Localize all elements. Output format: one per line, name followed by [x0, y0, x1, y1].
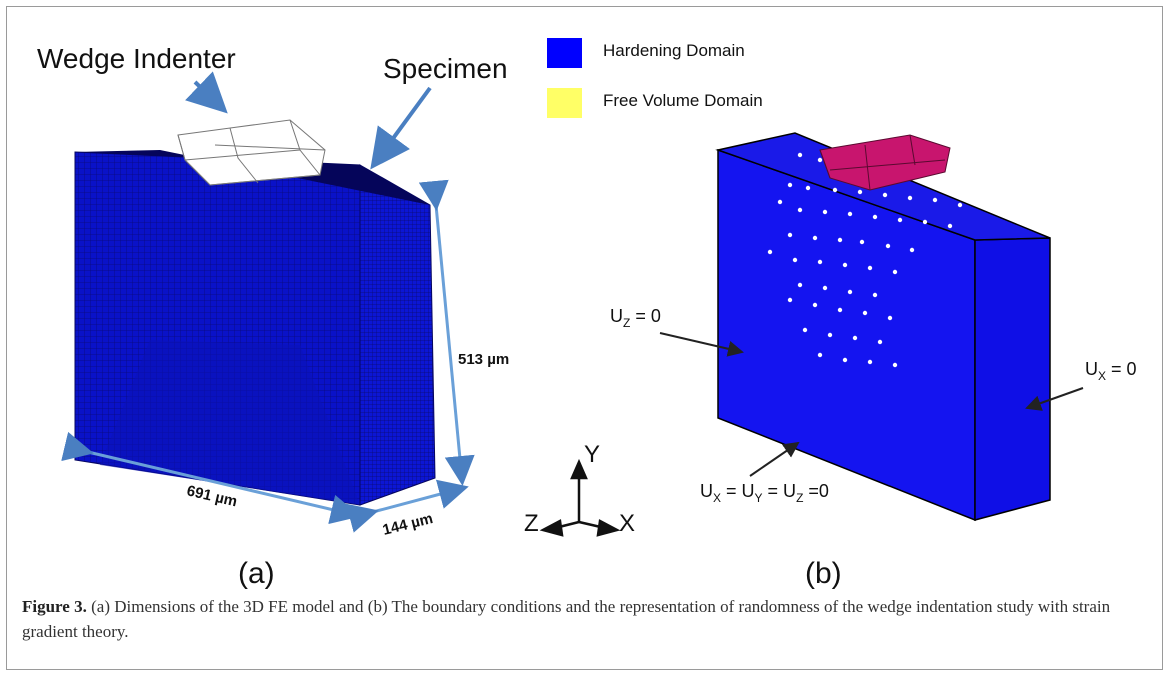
free-volume-dot	[787, 232, 793, 238]
free-volume-dot	[842, 357, 848, 363]
free-volume-dot	[897, 217, 903, 223]
legend-swatch-free-volume	[547, 88, 582, 118]
legend-label-hardening: Hardening Domain	[603, 41, 745, 60]
free-volume-dot	[777, 199, 783, 205]
wedge-indenter-label: Wedge Indenter	[37, 43, 236, 74]
axis-y-label: Y	[584, 441, 600, 468]
free-volume-dot	[892, 362, 898, 368]
free-volume-dot	[882, 192, 888, 198]
free-volume-dot	[817, 259, 823, 265]
wedge-indenter	[177, 119, 326, 186]
free-volume-dot	[907, 195, 913, 201]
free-volume-dot	[909, 247, 915, 253]
specimen-label: Specimen	[383, 53, 508, 84]
axis-z-label: Z	[524, 510, 539, 537]
block-side-face	[974, 237, 1051, 521]
free-volume-dot	[792, 257, 798, 263]
figure-caption: Figure 3. (a) Dimensions of the 3D FE mo…	[22, 594, 1142, 644]
free-volume-dot	[787, 297, 793, 303]
free-volume-dot	[817, 157, 823, 163]
free-volume-dot	[847, 289, 853, 295]
panel-b: Hardening Domain Free Volume Domain UZ =…	[547, 38, 1137, 590]
free-volume-dot	[922, 219, 928, 225]
bc-front-label: UZ = 0	[610, 306, 661, 330]
height-dimension-arrow	[418, 179, 475, 486]
free-volume-dot	[812, 235, 818, 241]
figure-frame	[6, 6, 1163, 670]
free-volume-dot	[847, 211, 853, 217]
free-volume-dot	[852, 335, 858, 341]
free-volume-dot	[862, 310, 868, 316]
free-volume-dot	[832, 187, 838, 193]
free-volume-dot	[797, 282, 803, 288]
figure-diagram: Wedge Indenter Specimen 513 µm 691 µm 14…	[37, 38, 1137, 590]
free-volume-dot	[837, 307, 843, 313]
free-volume-dot	[802, 327, 808, 333]
free-volume-dot	[822, 285, 828, 291]
free-volume-dot	[767, 249, 773, 255]
free-volume-dot	[867, 359, 873, 365]
panel-b-label: (b)	[805, 557, 842, 590]
free-volume-dot	[797, 152, 803, 158]
free-volume-dot	[837, 237, 843, 243]
specimen-side-face	[359, 164, 436, 506]
free-volume-dot	[887, 315, 893, 321]
free-volume-dot	[842, 262, 848, 268]
free-volume-dot	[867, 265, 873, 271]
width-dimension-arrow	[61, 431, 361, 525]
free-volume-dot	[812, 302, 818, 308]
free-volume-dot	[827, 332, 833, 338]
bc-bottom-label: UX = UY = UZ =0	[700, 481, 829, 505]
depth-dimension-label: 144 µm	[381, 510, 435, 539]
free-volume-dot	[947, 223, 953, 229]
panel-a: Wedge Indenter Specimen 513 µm 691 µm 14…	[37, 43, 635, 590]
caption-text: (a) Dimensions of the 3D FE model and (b…	[22, 597, 1111, 641]
caption-label: Figure 3.	[22, 597, 87, 616]
free-volume-dot	[892, 269, 898, 275]
legend-label-free-volume: Free Volume Domain	[603, 91, 763, 110]
free-volume-dot	[877, 339, 883, 345]
bc-bottom-arrow	[749, 441, 800, 477]
free-volume-dot	[957, 202, 963, 208]
free-volume-dots	[767, 152, 963, 368]
specimen-callout-arrow	[370, 86, 432, 170]
free-volume-dot	[805, 185, 811, 191]
free-volume-dot	[872, 214, 878, 220]
bc-side-arrow	[1025, 387, 1084, 411]
legend-swatch-hardening	[547, 38, 582, 68]
bc-side-label: UX = 0	[1085, 359, 1137, 383]
axis-x-label: X	[619, 510, 635, 537]
free-volume-dot	[857, 189, 863, 195]
free-volume-dot	[872, 292, 878, 298]
height-dimension-label: 513 µm	[458, 351, 509, 368]
panel-a-label: (a)	[238, 557, 275, 590]
wedge-indenter-b	[819, 134, 951, 191]
depth-dimension-arrow	[345, 479, 469, 533]
free-volume-dot	[787, 182, 793, 188]
free-volume-dot	[859, 239, 865, 245]
free-volume-dot	[885, 243, 891, 249]
free-volume-dot	[932, 197, 938, 203]
bc-front-arrow	[659, 332, 744, 357]
free-volume-dot	[797, 207, 803, 213]
free-volume-dot	[822, 209, 828, 215]
indenter-callout-arrow	[185, 71, 228, 114]
free-volume-dot	[817, 352, 823, 358]
axis-triad	[539, 458, 621, 537]
